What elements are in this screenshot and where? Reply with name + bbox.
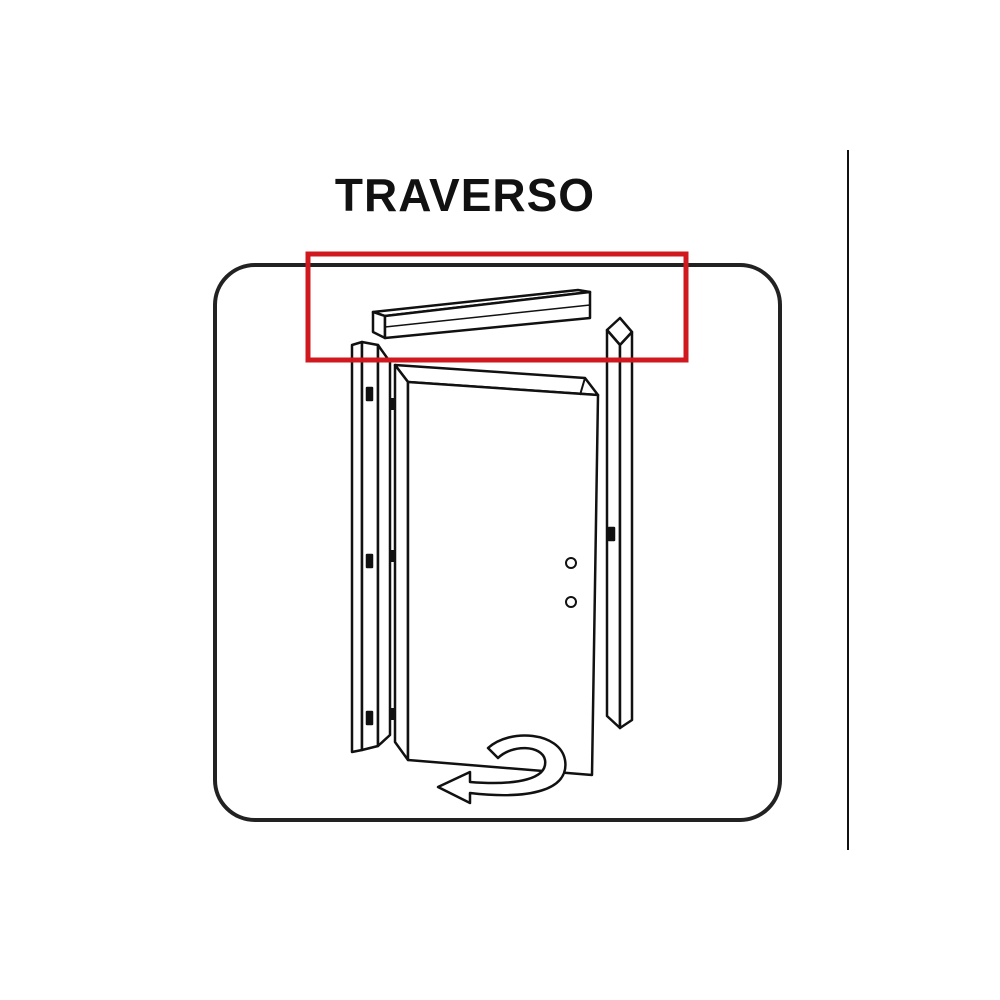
left-jamb <box>350 340 392 754</box>
header-piece-traverso <box>371 288 592 340</box>
upper-knob-hole <box>565 557 577 569</box>
door-hinges <box>389 398 394 720</box>
door-knob-holes <box>565 557 577 608</box>
vertical-divider <box>847 150 849 850</box>
door-leaf <box>393 363 600 777</box>
traverso-highlight-box <box>305 251 689 363</box>
right-jamb <box>605 316 634 730</box>
diagram-title: TRAVERSO <box>334 169 596 221</box>
rotate-arrow-icon <box>436 734 567 805</box>
lower-knob-hole <box>565 596 577 608</box>
